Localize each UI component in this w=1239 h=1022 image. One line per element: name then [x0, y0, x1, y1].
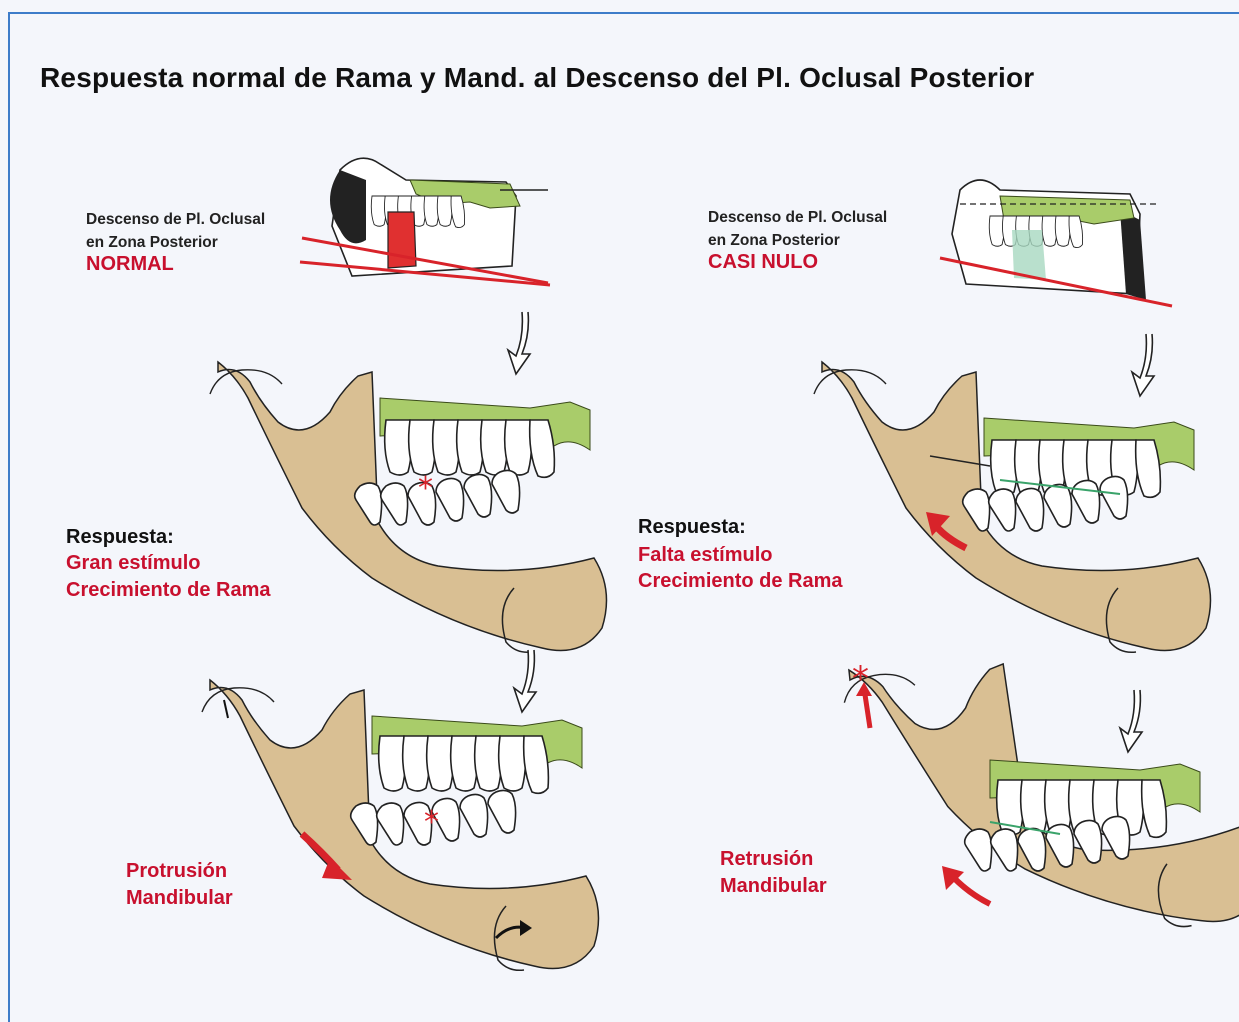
left-plane-line1: Descenso de Pl. Oclusal: [86, 208, 265, 231]
right-plane-status: CASI NULO: [708, 251, 818, 274]
svg-text:*: *: [424, 805, 439, 840]
left-response-line2: Crecimiento de Rama: [66, 577, 271, 604]
left-response-line1: Gran estímulo: [66, 550, 200, 577]
left-result-line2: Mandibular: [126, 885, 233, 912]
left-result-line1: Protrusión: [126, 858, 227, 885]
left-plane-status: NORMAL: [86, 253, 174, 276]
left-occlusal-sketch: [300, 158, 550, 285]
right-response-line2: Crecimiento de Rama: [638, 568, 843, 595]
right-plane-label: Descenso de Pl. Oclusal en Zona Posterio…: [708, 206, 887, 252]
right-response-heading: Respuesta:: [638, 514, 746, 541]
right-response-line1: Falta estímulo: [638, 542, 772, 569]
svg-text:*: *: [418, 471, 433, 506]
right-result-line2: Mandibular: [720, 873, 827, 900]
left-plane-label: Descenso de Pl. Oclusal en Zona Posterio…: [86, 208, 265, 254]
left-plane-line2: en Zona Posterior: [86, 231, 265, 254]
right-result-line1: Retrusión: [720, 846, 813, 873]
right-occlusal-sketch: [940, 180, 1172, 306]
right-plane-line2: en Zona Posterior: [708, 229, 887, 252]
right-plane-line1: Descenso de Pl. Oclusal: [708, 206, 887, 229]
left-response-heading: Respuesta:: [66, 524, 174, 551]
